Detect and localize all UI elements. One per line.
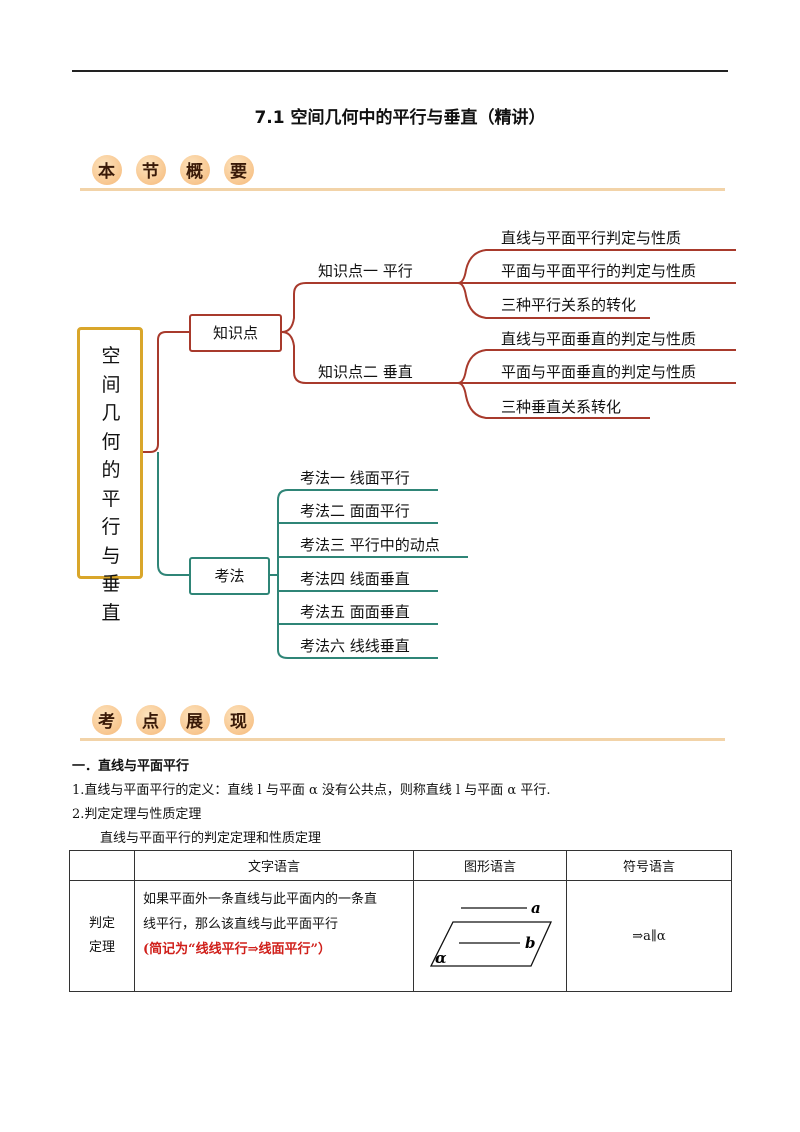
mindmap-leaf: 直线与平面垂直的判定与性质 (501, 330, 697, 348)
root-char: 行 (101, 516, 121, 538)
row-text: 如果平面外一条直线与此平面内的一条直 线平行，那么该直线与此平面平行 (简记为“… (134, 880, 414, 992)
mindmap-method: 考法一 线面平行 (300, 469, 410, 487)
row-text-line: 线平行，那么该直线与此平面平行 (143, 917, 339, 932)
root-char: 直 (101, 601, 121, 624)
root-char: 何 (101, 430, 121, 453)
banner-char: 考 (98, 712, 115, 732)
root-char: 平 (101, 487, 121, 510)
banner-circle (224, 155, 254, 185)
banner-char: 要 (230, 162, 247, 182)
root-char: 几 (101, 402, 121, 424)
section-heading: 一．直线与平面平行 (72, 759, 190, 774)
root-char: 空 (101, 345, 121, 367)
banner-rule (80, 188, 725, 191)
row-text-line: 如果平面外一条直线与此平面内的一条直 (143, 892, 378, 907)
mindmap-leaf: 直线与平面平行判定与性质 (501, 229, 682, 247)
table-header-symbol: 符号语言 (566, 850, 732, 881)
mindmap-leaf: 三种垂直关系转化 (501, 398, 622, 416)
mindmap-method: 考法六 线线垂直 (300, 637, 410, 655)
mindmap-leaf: 三种平行关系的转化 (501, 296, 637, 314)
theorem-table: 文字语言 图形语言 符号语言 判定 定理 如果平面外一条直线与此平面内的一条直 … (69, 850, 732, 992)
banner-char: 点 (142, 712, 159, 732)
row-figure: a b α (413, 880, 567, 992)
table-header-text: 文字语言 (134, 850, 414, 881)
banner-circle (136, 705, 166, 735)
line-a-label: a (531, 899, 541, 917)
top-rule (72, 70, 728, 72)
row-label-line: 定理 (88, 940, 115, 955)
mindmap-leaf: 平面与平面垂直的判定与性质 (501, 363, 697, 381)
mindmap-sub-parallel: 知识点一 平行 (318, 262, 413, 280)
banner-circle (136, 155, 166, 185)
table-header-empty (69, 850, 135, 881)
row-symbol: ⇒a∥α (566, 880, 732, 992)
mindmap-method: 考法三 平行中的动点 (300, 536, 440, 554)
root-char: 间 (101, 373, 121, 396)
row-text-note: (简记为“线线平行⇒线面平行”） (143, 942, 331, 957)
banner-char: 展 (186, 712, 203, 732)
section-banner-points: 考 点 展 现 (80, 703, 725, 743)
banner-char: 节 (142, 162, 159, 182)
mindmap-node-methods: 考法 (189, 557, 270, 595)
page-title: 7.1 空间几何中的平行与垂直（精讲） (254, 108, 546, 128)
banner-circle (92, 705, 122, 735)
plane-alpha-label: α (435, 949, 447, 967)
banner-circle (180, 155, 210, 185)
table-header-figure: 图形语言 (413, 850, 567, 881)
mindmap-connectors (143, 249, 736, 659)
banner-circle (224, 705, 254, 735)
mindmap-sub-perpendicular: 知识点二 垂直 (318, 363, 413, 381)
mindmap-root-label: 空 间 几 何 的 平 行 与 垂 直 (93, 342, 129, 627)
banner-rule (80, 738, 725, 741)
root-char: 垂 (101, 573, 121, 595)
section-banner-overview: 本 节 概 要 (80, 153, 725, 193)
banner-char: 概 (186, 162, 203, 182)
plane-figure: a b α (429, 899, 553, 967)
row-label: 判定 定理 (69, 880, 135, 992)
theorem-heading: 2.判定定理与性质定理 (72, 807, 202, 822)
mindmap-method: 考法二 面面平行 (300, 502, 410, 520)
mindmap-method: 考法五 面面垂直 (300, 603, 410, 621)
banner-char: 本 (98, 162, 115, 182)
line-b-label: b (525, 934, 536, 952)
banner-circle (180, 705, 210, 735)
mindmap-node-knowledge: 知识点 (189, 314, 282, 352)
banner-circle (92, 155, 122, 185)
row-label-line: 判定 (88, 916, 115, 931)
mindmap-method: 考法四 线面垂直 (300, 570, 410, 588)
banner-char: 现 (230, 712, 247, 732)
definition-paragraph: 1.直线与平面平行的定义：直线 l 与平面 α 没有公共点，则称直线 l 与平面… (72, 783, 551, 798)
table-caption: 直线与平面平行的判定定理和性质定理 (100, 831, 322, 846)
root-char: 与 (101, 544, 121, 567)
mindmap-leaf: 平面与平面平行的判定与性质 (501, 262, 697, 280)
mindmap-root-box (77, 327, 143, 579)
root-char: 的 (101, 459, 121, 481)
